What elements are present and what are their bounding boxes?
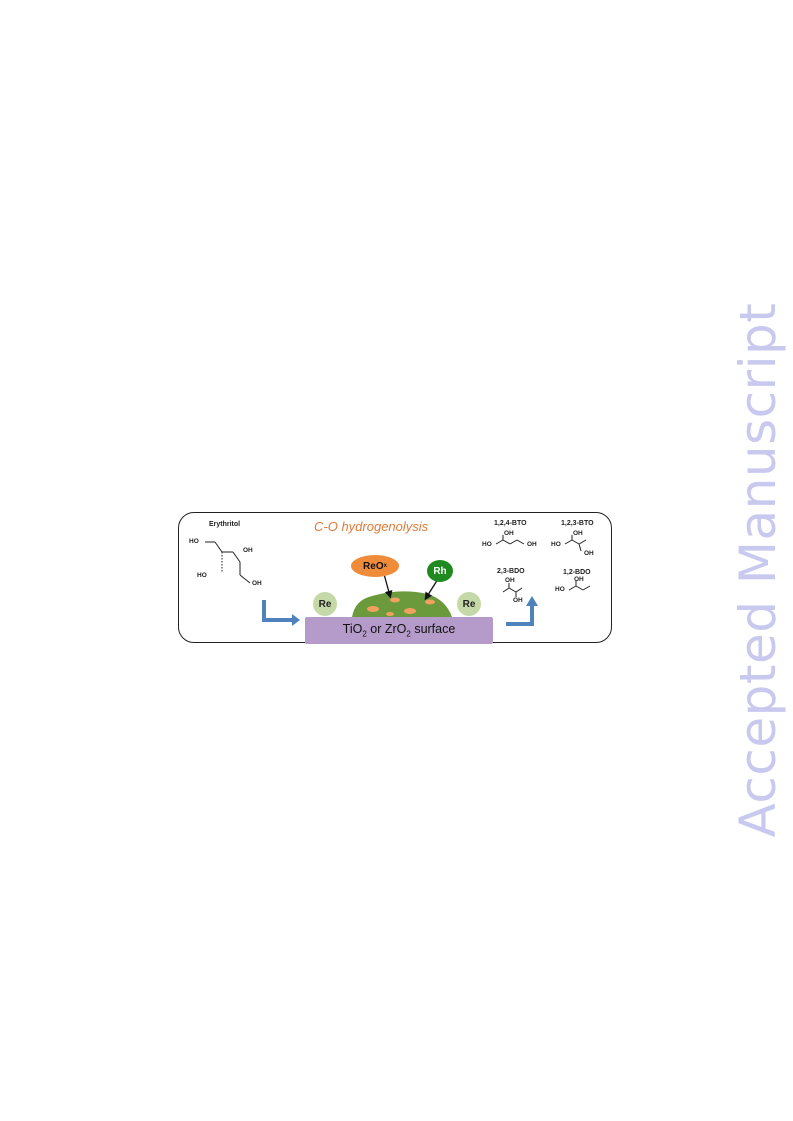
re-label: Re: [318, 598, 332, 610]
surface-subscript: 2: [362, 629, 367, 639]
surface-subscript: 2: [406, 629, 411, 639]
erythritol-bond: [232, 551, 241, 563]
reox-patch: [386, 612, 394, 616]
bdo23-label: OH: [505, 577, 515, 584]
flow-arrow-icon: [292, 614, 300, 626]
reox-label: ReO: [363, 560, 384, 572]
bto123-bond: [578, 539, 587, 545]
reox-patch: [404, 608, 416, 614]
reox-patch: [367, 606, 379, 612]
heading: C-O hydrogenolysis: [314, 519, 429, 534]
erythritol-label: HO: [189, 538, 199, 545]
erythritol-bond: [214, 541, 223, 553]
pointer-arrow-icon: [383, 573, 393, 599]
bto124-label: OH: [527, 541, 537, 548]
bdo12-label: OH: [574, 576, 584, 583]
erythritol-label: OH: [243, 547, 253, 554]
flow-arrow-icon: [506, 604, 534, 626]
bto124-bond: [502, 539, 511, 545]
bto123-bond: [571, 539, 580, 545]
re-bubble-left: Re: [313, 592, 337, 616]
bto123-label: OH: [573, 530, 583, 537]
reox-subscript: x: [383, 563, 387, 569]
support-surface: [305, 617, 493, 644]
surface-label-part: surface: [410, 622, 456, 636]
bto123-name: 1,2,3-BTO: [561, 520, 594, 527]
bto124-name: 1,2,4-BTO: [494, 520, 527, 527]
bto124-bond: [495, 539, 504, 545]
rh-particle: [352, 591, 452, 617]
surface-label-part: or ZrO: [366, 622, 407, 636]
erythritol-name: Erythritol: [209, 521, 241, 528]
bto124-bond: [509, 539, 518, 545]
surface-label-part: TiO: [342, 622, 363, 636]
rh-label: Rh: [433, 565, 447, 577]
bdo23-name: 2,3-BDO: [497, 568, 525, 575]
bdo23-bond: [502, 587, 510, 593]
erythritol-bond: [239, 574, 251, 584]
bto124-label: HO: [482, 541, 492, 548]
erythritol-label: HO: [197, 572, 207, 579]
re-label: Re: [462, 598, 476, 610]
reox-patch: [390, 597, 400, 603]
pointer-arrow-icon: [424, 578, 439, 601]
bdo12-name: 1,2-BDO: [563, 569, 591, 576]
bto123-bond: [564, 539, 573, 545]
bto123-label: OH: [584, 550, 594, 557]
bdo23-bond: [515, 587, 523, 593]
bdo12-bond: [575, 585, 584, 591]
flow-arrow-icon: [526, 596, 538, 606]
bdo23-label: OH: [513, 597, 523, 604]
bto123-label: HO: [551, 541, 561, 548]
reox-patch: [425, 599, 435, 605]
bdo12-label: HO: [555, 586, 565, 593]
re-bubble-right: Re: [457, 592, 481, 616]
bto124-bond: [516, 539, 525, 545]
bdo12-bond: [568, 585, 577, 591]
bdo23-bond: [508, 587, 517, 593]
erythritol-label: OH: [252, 580, 262, 587]
rh-bubble: Rh: [427, 560, 453, 582]
bto123-bond: [578, 543, 582, 552]
bdo12-bond: [582, 585, 591, 591]
bto124-label: OH: [504, 530, 514, 537]
surface-label: TiO2 or ZrO2 surface: [305, 622, 493, 639]
flow-arrow-icon: [262, 600, 294, 622]
